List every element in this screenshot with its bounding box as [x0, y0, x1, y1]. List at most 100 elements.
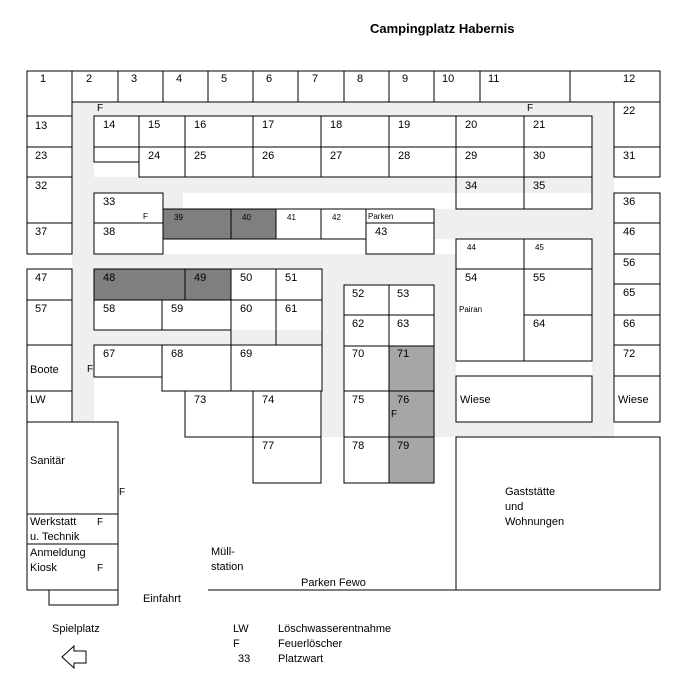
area-sanitaer — [26, 421, 119, 515]
plot-number: 29 — [465, 150, 478, 162]
plot-number: 59 — [171, 303, 184, 315]
plot-number: 66 — [623, 318, 636, 330]
plot-number: 22 — [623, 105, 636, 117]
area-label-wiese: Wiese — [460, 394, 491, 406]
road-row-4 — [72, 254, 456, 269]
plot-number: 17 — [262, 119, 275, 131]
fire-extinguisher-marker: F — [119, 487, 126, 498]
plot-number: 79 — [397, 440, 410, 452]
fire-extinguisher-marker: F — [391, 409, 398, 420]
plot-number: 32 — [35, 180, 48, 192]
plot-number: 44 — [467, 243, 476, 252]
plot-number: 31 — [623, 150, 636, 162]
plot-number: 55 — [533, 272, 546, 284]
plot-8 — [343, 70, 390, 103]
plot-31 — [613, 146, 661, 178]
plot-51 — [275, 268, 323, 301]
plot-number: 5 — [221, 73, 228, 85]
plot-56 — [613, 253, 661, 285]
plot-number: 49 — [194, 272, 207, 284]
plot-number: 61 — [285, 303, 298, 315]
area-label-gaststaette: Gaststätte — [505, 486, 556, 498]
area-label-werkstatt: u. Technik — [30, 531, 80, 543]
plot-6 — [252, 70, 299, 103]
plot-number: 12 — [623, 73, 636, 85]
plot-number: 11 — [488, 73, 500, 85]
plot-62 — [343, 314, 390, 347]
plot-number: 28 — [398, 150, 411, 162]
plot-number: 53 — [397, 288, 410, 300]
plot-number-warden: 33 — [103, 196, 116, 208]
plot-49 — [184, 268, 232, 301]
plot-number: 26 — [262, 150, 275, 162]
road-row-6 — [322, 285, 344, 437]
plot-number: 58 — [103, 303, 116, 315]
road-row-1 — [72, 177, 614, 193]
plot-number: 48 — [103, 272, 116, 284]
fire-extinguisher-marker: F — [527, 103, 534, 114]
plot-number: 62 — [352, 318, 365, 330]
plot-41 — [275, 208, 322, 240]
plot-39 — [162, 208, 232, 240]
area-label-muellstation: Müll- — [211, 546, 235, 558]
plot-3 — [117, 70, 164, 103]
plot-15 — [138, 115, 186, 148]
plot-number: 72 — [623, 348, 636, 360]
plot-65 — [613, 283, 661, 316]
plot-number: 15 — [148, 119, 161, 131]
plot-number: 10 — [442, 73, 455, 85]
plot-number: 20 — [465, 119, 478, 131]
plot-14 — [93, 115, 140, 148]
plot-43 — [365, 222, 435, 255]
plot-71 — [388, 345, 435, 392]
area-wiese-left — [455, 375, 593, 423]
plot-22 — [613, 101, 661, 148]
area-label-anmeldung: Anmeldung — [30, 547, 86, 559]
plot-number: 56 — [623, 257, 636, 269]
plot-number: 7 — [312, 73, 319, 85]
plot-number: 50 — [240, 272, 253, 284]
area-label-kiosk: Kiosk — [30, 562, 57, 574]
plot-number: 1 — [40, 73, 47, 85]
plot-number: 2 — [86, 73, 93, 85]
legend-key-lw: LW — [233, 623, 249, 635]
plot-number: 23 — [35, 150, 48, 162]
plot-number: 25 — [194, 150, 207, 162]
plot-2 — [71, 70, 119, 103]
road-row-7 — [72, 330, 322, 345]
plot-number: 13 — [35, 120, 48, 132]
plot-number: 69 — [240, 348, 253, 360]
road-top — [72, 102, 614, 116]
area-label-lw: LW — [30, 394, 46, 406]
plot-50 — [230, 268, 277, 301]
plot-number: 52 — [352, 288, 365, 300]
road-row-5 — [322, 269, 456, 285]
plot-number: 47 — [35, 272, 48, 284]
area-label-sanitaer: Sanitär — [30, 455, 65, 467]
plot-64 — [523, 314, 593, 362]
plot-number: 42 — [332, 213, 341, 222]
plot-63 — [388, 314, 435, 347]
plot-number: 45 — [535, 243, 544, 252]
arrow-left-icon — [61, 644, 87, 670]
legend-key-f: F — [233, 638, 240, 650]
plot-1 — [26, 70, 73, 117]
plot-47 — [26, 268, 73, 301]
area-label-wiese: Wiese — [618, 394, 649, 406]
plot-24-gap — [93, 146, 140, 163]
plot-79 — [388, 436, 435, 484]
plot-23 — [26, 146, 73, 178]
area-label-gaststaette: Wohnungen — [505, 516, 565, 528]
plot-number: 16 — [194, 119, 207, 131]
area-anmeldung — [26, 543, 119, 591]
plot-number: 71 — [397, 348, 410, 360]
plot-number: 43 — [375, 226, 388, 238]
plot-number: 46 — [623, 226, 636, 238]
plot-70 — [343, 345, 390, 392]
plot-number: 51 — [285, 272, 298, 284]
plot-66 — [613, 314, 661, 346]
plot-number: 57 — [35, 303, 48, 315]
area-label-pairan: Pairan — [459, 305, 483, 314]
plot-number: 19 — [398, 119, 411, 131]
